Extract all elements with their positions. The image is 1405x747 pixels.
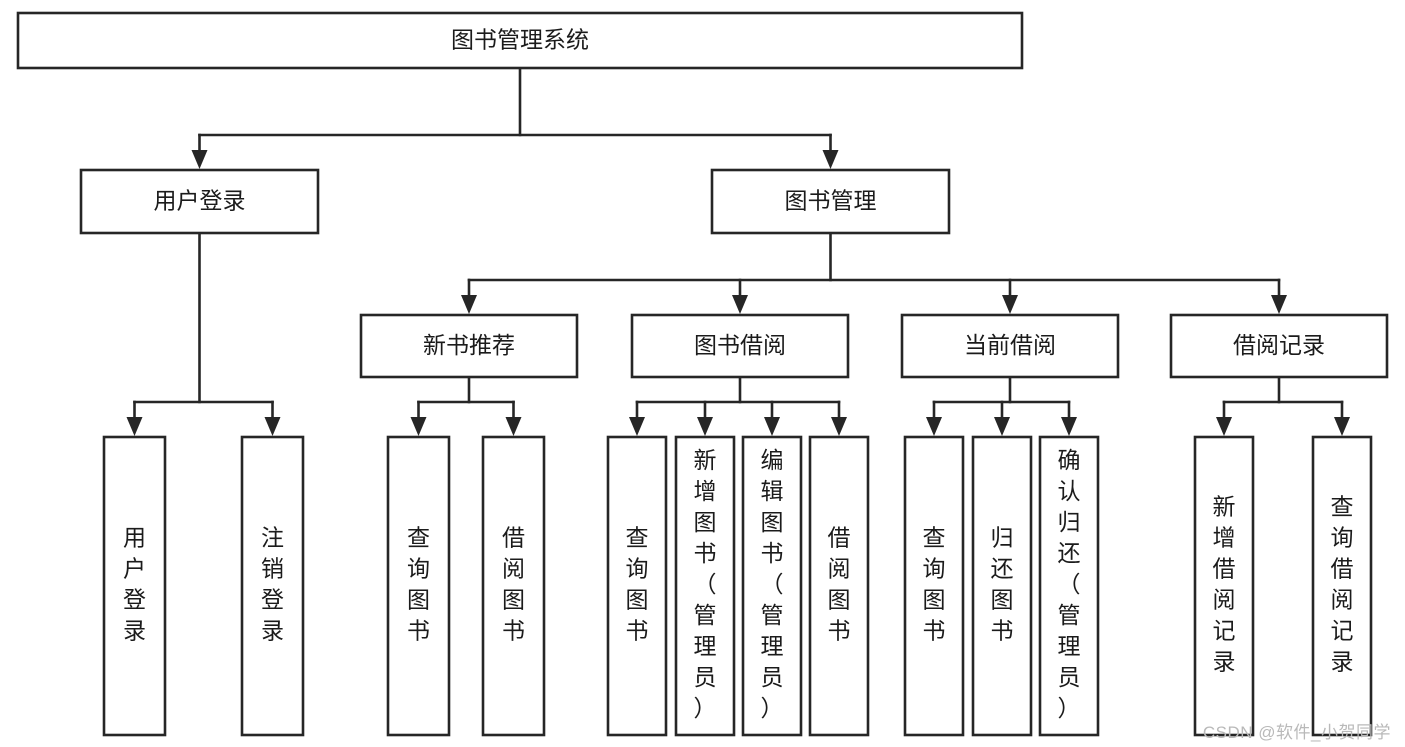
node-label: 图书管理系统 <box>451 27 589 53</box>
node-current-borrow[interactable]: 当前借阅 <box>900 313 1120 379</box>
arrow-head-icon <box>1216 417 1232 436</box>
arrow-head-icon <box>1002 295 1018 314</box>
node-leaf-return-book[interactable]: 归还图书 <box>971 435 1033 737</box>
arrow-head-icon <box>126 417 143 436</box>
node-borrow-record[interactable]: 借阅记录 <box>1169 313 1389 379</box>
node-box[interactable] <box>359 313 579 379</box>
node-leaf-query-book-current[interactable]: 查询图书 <box>903 435 965 737</box>
arrow-head-icon <box>505 417 522 436</box>
node-label: 查询图书 <box>626 525 649 644</box>
node-box[interactable] <box>1311 435 1373 737</box>
node-label: 借阅图书 <box>502 525 525 644</box>
arrow-head-icon <box>1271 295 1287 314</box>
node-box[interactable] <box>903 435 965 737</box>
node-leaf-query-book-recommend[interactable]: 查询图书 <box>386 435 451 737</box>
arrow-head-icon <box>764 417 780 436</box>
arrow-head-icon <box>831 417 847 436</box>
node-box[interactable] <box>606 435 668 737</box>
node-leaf-query-borrow-record[interactable]: 查询借阅记录 <box>1311 435 1373 737</box>
node-label: 查询借阅记录 <box>1331 494 1354 675</box>
node-box[interactable] <box>386 435 451 737</box>
node-label: 当前借阅 <box>964 332 1056 358</box>
node-box[interactable] <box>971 435 1033 737</box>
node-label: 查询图书 <box>923 525 946 644</box>
node-label: 图书借阅 <box>694 332 786 358</box>
arrow-head-icon <box>822 150 839 169</box>
nodes-layer: 图书管理系统用户登录图书管理新书推荐图书借阅当前借阅借阅记录用户登录注销登录查询… <box>16 11 1389 737</box>
node-leaf-user-login[interactable]: 用户登录 <box>102 435 167 737</box>
node-box[interactable] <box>741 435 803 737</box>
arrow-head-icon <box>1061 417 1077 436</box>
node-box[interactable] <box>808 435 870 737</box>
node-leaf-logout-login[interactable]: 注销登录 <box>240 435 305 737</box>
arrow-head-icon <box>264 417 281 436</box>
arrow-head-icon <box>461 295 477 314</box>
arrow-head-icon <box>629 417 645 436</box>
node-book-manage[interactable]: 图书管理 <box>710 168 951 235</box>
node-box[interactable] <box>900 313 1120 379</box>
node-label: 编辑图书（管理员） <box>761 447 784 721</box>
node-label: 新增图书（管理员） <box>694 447 717 721</box>
node-leaf-edit-book-admin[interactable]: 编辑图书（管理员） <box>741 435 803 737</box>
node-new-book-recommend[interactable]: 新书推荐 <box>359 313 579 379</box>
arrow-head-icon <box>994 417 1010 436</box>
node-box[interactable] <box>79 168 320 235</box>
arrow-head-icon <box>1334 417 1350 436</box>
node-label: 新增借阅记录 <box>1213 494 1236 675</box>
node-label: 用户登录 <box>123 525 146 644</box>
node-leaf-query-book-borrow[interactable]: 查询图书 <box>606 435 668 737</box>
node-leaf-borrow-book[interactable]: 借阅图书 <box>808 435 870 737</box>
arrow-head-icon <box>732 295 748 314</box>
node-leaf-add-book-admin[interactable]: 新增图书（管理员） <box>674 435 736 737</box>
node-leaf-borrow-book-recommend[interactable]: 借阅图书 <box>481 435 546 737</box>
node-label: 借阅记录 <box>1233 332 1325 358</box>
node-box[interactable] <box>1038 435 1100 737</box>
node-label: 确认归还（管理员） <box>1058 447 1081 721</box>
node-label: 新书推荐 <box>423 332 515 358</box>
node-box[interactable] <box>710 168 951 235</box>
node-label: 查询图书 <box>407 525 430 644</box>
node-label: 用户登录 <box>154 188 246 214</box>
node-box[interactable] <box>630 313 850 379</box>
node-box[interactable] <box>16 11 1024 70</box>
node-leaf-confirm-return-admin[interactable]: 确认归还（管理员） <box>1038 435 1100 737</box>
node-book-borrow[interactable]: 图书借阅 <box>630 313 850 379</box>
arrow-head-icon <box>191 150 208 169</box>
node-box[interactable] <box>674 435 736 737</box>
node-user-login[interactable]: 用户登录 <box>79 168 320 235</box>
node-label: 注销登录 <box>261 525 284 644</box>
arrow-head-icon <box>926 417 942 436</box>
connectors-layer <box>126 66 1350 436</box>
node-label: 归还图书 <box>991 525 1014 644</box>
node-root[interactable]: 图书管理系统 <box>16 11 1024 70</box>
node-box[interactable] <box>240 435 305 737</box>
node-leaf-add-borrow-record[interactable]: 新增借阅记录 <box>1193 435 1255 737</box>
node-box[interactable] <box>102 435 167 737</box>
arrow-head-icon <box>410 417 427 436</box>
node-box[interactable] <box>1193 435 1255 737</box>
node-box[interactable] <box>1169 313 1389 379</box>
node-label: 借阅图书 <box>828 525 851 644</box>
watermark-label: CSDN @软件_小贺同学 <box>1202 723 1391 742</box>
node-label: 图书管理 <box>785 188 877 214</box>
node-box[interactable] <box>481 435 546 737</box>
arrow-head-icon <box>697 417 713 436</box>
